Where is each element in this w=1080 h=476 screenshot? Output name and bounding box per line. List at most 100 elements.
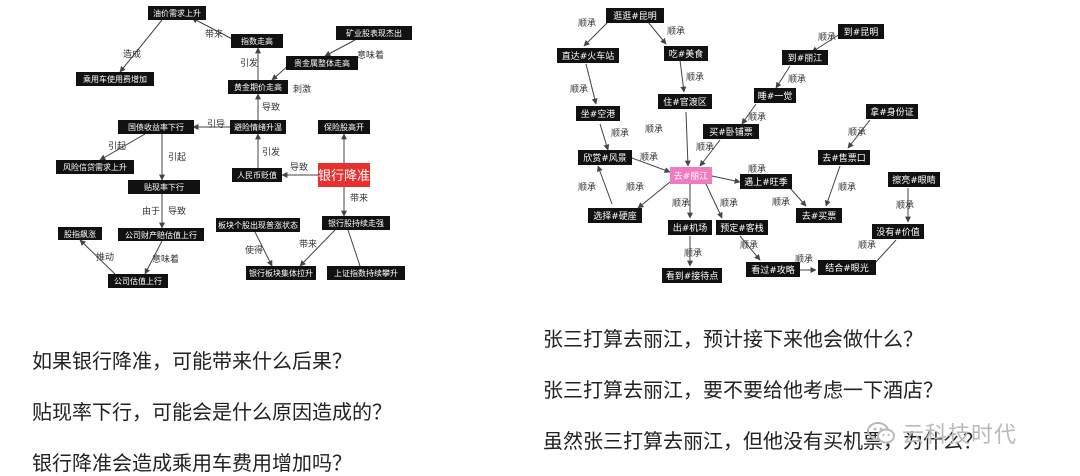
node-stay-guandu[interactable]: 住#官渡区 (658, 94, 712, 109)
edge-sleep-sleeper (741, 103, 757, 125)
node-see-pickup[interactable]: 看到#接待点 (662, 268, 722, 283)
node-precious-metal[interactable]: 贵金属整体走高 (286, 56, 358, 70)
edge-golijiang-seat (637, 181, 671, 209)
node-buy-sleeper[interactable]: 买#卧铺票 (703, 124, 759, 139)
edge-label: 意味着 (357, 49, 384, 61)
edge-label: 刺激 (293, 83, 311, 95)
edge-label: 导致 (168, 205, 186, 217)
watermark-text: 云科技时代 (902, 423, 1018, 448)
node-label: 银行股持续走强 (328, 218, 384, 228)
edge-oil-car (119, 19, 163, 73)
node-hard-seat[interactable]: 选择#硬座 (588, 208, 642, 223)
node-rmb-depreciation[interactable]: 人民币贬值 (232, 168, 282, 182)
node-sharpen-eyes[interactable]: 擦亮#眼睛 (888, 172, 940, 187)
node-sse-index[interactable]: 上证指数持续攀升 (327, 266, 405, 280)
edge-label: 导致 (262, 101, 280, 113)
node-car-cost[interactable]: 乘用车使用费增加 (76, 72, 154, 86)
watermark: 云科技时代 (866, 417, 1017, 449)
node-exit-airport[interactable]: 出#机场 (668, 220, 712, 235)
edge-scenery-golijiang (631, 157, 671, 173)
question-left-2: 贴现率下行，可能会是什么原因造成的？ (32, 400, 392, 424)
edge-label: 顺承 (626, 182, 644, 193)
node-direct-train[interactable]: 直达#火车站 (557, 48, 619, 63)
edge-lijiang-sleep (775, 65, 791, 89)
node-label: 银行板块集体拉升 (249, 268, 313, 278)
edge-label: 顺承 (858, 240, 876, 251)
node-combine-vision[interactable]: 结合#眼光 (818, 260, 876, 275)
node-go-lijiang[interactable]: 去#丽江 (670, 167, 712, 184)
edge-inn-guide (739, 235, 761, 261)
node-rrr-cut[interactable]: 银行降准 (318, 163, 370, 187)
edge-sleeper-golijiang (699, 139, 721, 167)
edge-kunming2-lijiang (811, 33, 841, 53)
node-label: 贴现率下行 (144, 182, 184, 192)
node-eat-food[interactable]: 吃#美食 (664, 46, 708, 61)
node-visit-kunming[interactable]: 逛逛#昆明 (606, 8, 664, 23)
edge-bond-risk (99, 133, 146, 161)
node-company-assets[interactable]: 公司财产赔估值上行 (118, 228, 204, 241)
node-label: 股指飙涨 (64, 229, 96, 239)
node-read-guide[interactable]: 看过#攻略 (746, 262, 800, 277)
node-label: 去#丽江 (674, 170, 709, 182)
edge-label: 顺承 (570, 84, 588, 95)
node-label: 欣赏#风景 (583, 152, 627, 164)
node-sector-rally[interactable]: 板块个股出现普涨状态 (216, 218, 300, 232)
node-bank-sector-rise[interactable]: 银行板块集体拉升 (246, 266, 316, 280)
node-label: 看到#接待点 (666, 270, 719, 282)
edge-label: 带来 (299, 239, 317, 250)
edge-bankup-sse (347, 229, 361, 267)
edge-label: 意味着 (152, 253, 179, 265)
node-buy-ticket[interactable]: 去#买票 (796, 208, 842, 223)
node-take-airport[interactable]: 坐#空港 (576, 106, 620, 121)
node-label: 到#丽江 (788, 52, 823, 64)
question-right-2: 张三打算去丽江，要不要给他考虑一下酒店？ (543, 378, 943, 402)
node-enjoy-scenery[interactable]: 欣赏#风景 (578, 150, 632, 165)
question-left-3: 银行降准会造成乘用车费用增加吗？ (32, 451, 352, 475)
edge-vision-value (875, 239, 897, 263)
node-label: 睡#一觉 (758, 90, 793, 102)
node-company-valuation[interactable]: 公司估值上行 (108, 274, 168, 288)
node-no-value[interactable]: 没有#价值 (872, 224, 924, 239)
node-peak-season[interactable]: 遇上#旺季 (740, 174, 792, 189)
node-arrive-kunming[interactable]: 到#昆明 (838, 24, 884, 39)
node-book-inn[interactable]: 预定#客栈 (716, 220, 768, 235)
question-right-3: 虽然张三打算去丽江，但他没有买机票，为什么？ (543, 429, 983, 453)
node-risk-credit[interactable]: 风险信贷需求上升 (56, 160, 134, 174)
node-hedge-sentiment[interactable]: 避险情绪升温 (230, 120, 286, 134)
edge-season-buyticket (789, 187, 807, 207)
node-label: 矿业股表现杰出 (346, 28, 402, 38)
edge-label: 顺承 (696, 142, 714, 153)
node-label: 人民币贬值 (237, 170, 277, 180)
node-index-up[interactable]: 指数走高 (231, 34, 283, 48)
node-mining-stocks[interactable]: 矿业股表现杰出 (336, 26, 412, 40)
travel-nodes: 逛逛#昆明 直达#火车站 吃#美食 到#昆明 到#丽江 坐#空港 (557, 8, 940, 283)
edge-label: 顺承 (818, 32, 836, 43)
edge-label: 顺承 (795, 254, 813, 265)
node-label: 黄金期价走高 (234, 82, 282, 92)
finance-nodes: 油价需求上升 指数走高 矿业股表现杰出 乘用车使用费增加 黄金期价走高 贵金属整… (56, 6, 412, 288)
node-bond-yield[interactable]: 国债收益率下行 (118, 120, 194, 134)
edge-bankup-bankrise (299, 229, 336, 267)
edge-label: 顺承 (578, 182, 596, 193)
node-ticket-office[interactable]: 去#售票口 (818, 150, 870, 165)
node-sleep[interactable]: 睡#一觉 (754, 88, 796, 103)
node-gold-price[interactable]: 黄金期价走高 (228, 80, 288, 94)
edge-id-ticketoffice (847, 119, 871, 149)
node-label: 风险信贷需求上升 (63, 162, 127, 172)
node-label: 结合#眼光 (825, 262, 869, 274)
node-label: 上证指数持续攀升 (334, 268, 398, 278)
node-label: 预定#客栈 (720, 222, 764, 234)
node-discount-rate[interactable]: 贴现率下行 (128, 180, 200, 194)
travel-edge-labels: 顺承 顺承 顺承 顺承 顺承 顺承 顺承 顺承 顺承 顺承 顺承 顺承 顺承 顺… (570, 18, 914, 265)
node-get-id[interactable]: 拿#身份证 (866, 104, 918, 119)
node-insurance-stocks[interactable]: 保险股高开 (318, 120, 370, 134)
edge-label: 导致 (290, 161, 308, 173)
node-bank-stocks-strong[interactable]: 银行股持续走强 (322, 216, 390, 230)
edge-golijiang-season (711, 175, 741, 184)
edge-label: 带来 (205, 29, 223, 40)
node-index-surge[interactable]: 股指飙涨 (58, 227, 102, 240)
node-arrive-lijiang[interactable]: 到#丽江 (782, 50, 828, 65)
wechat-icon (867, 422, 895, 444)
travel-edges (583, 21, 911, 273)
node-oil-demand[interactable]: 油价需求上升 (148, 6, 206, 20)
